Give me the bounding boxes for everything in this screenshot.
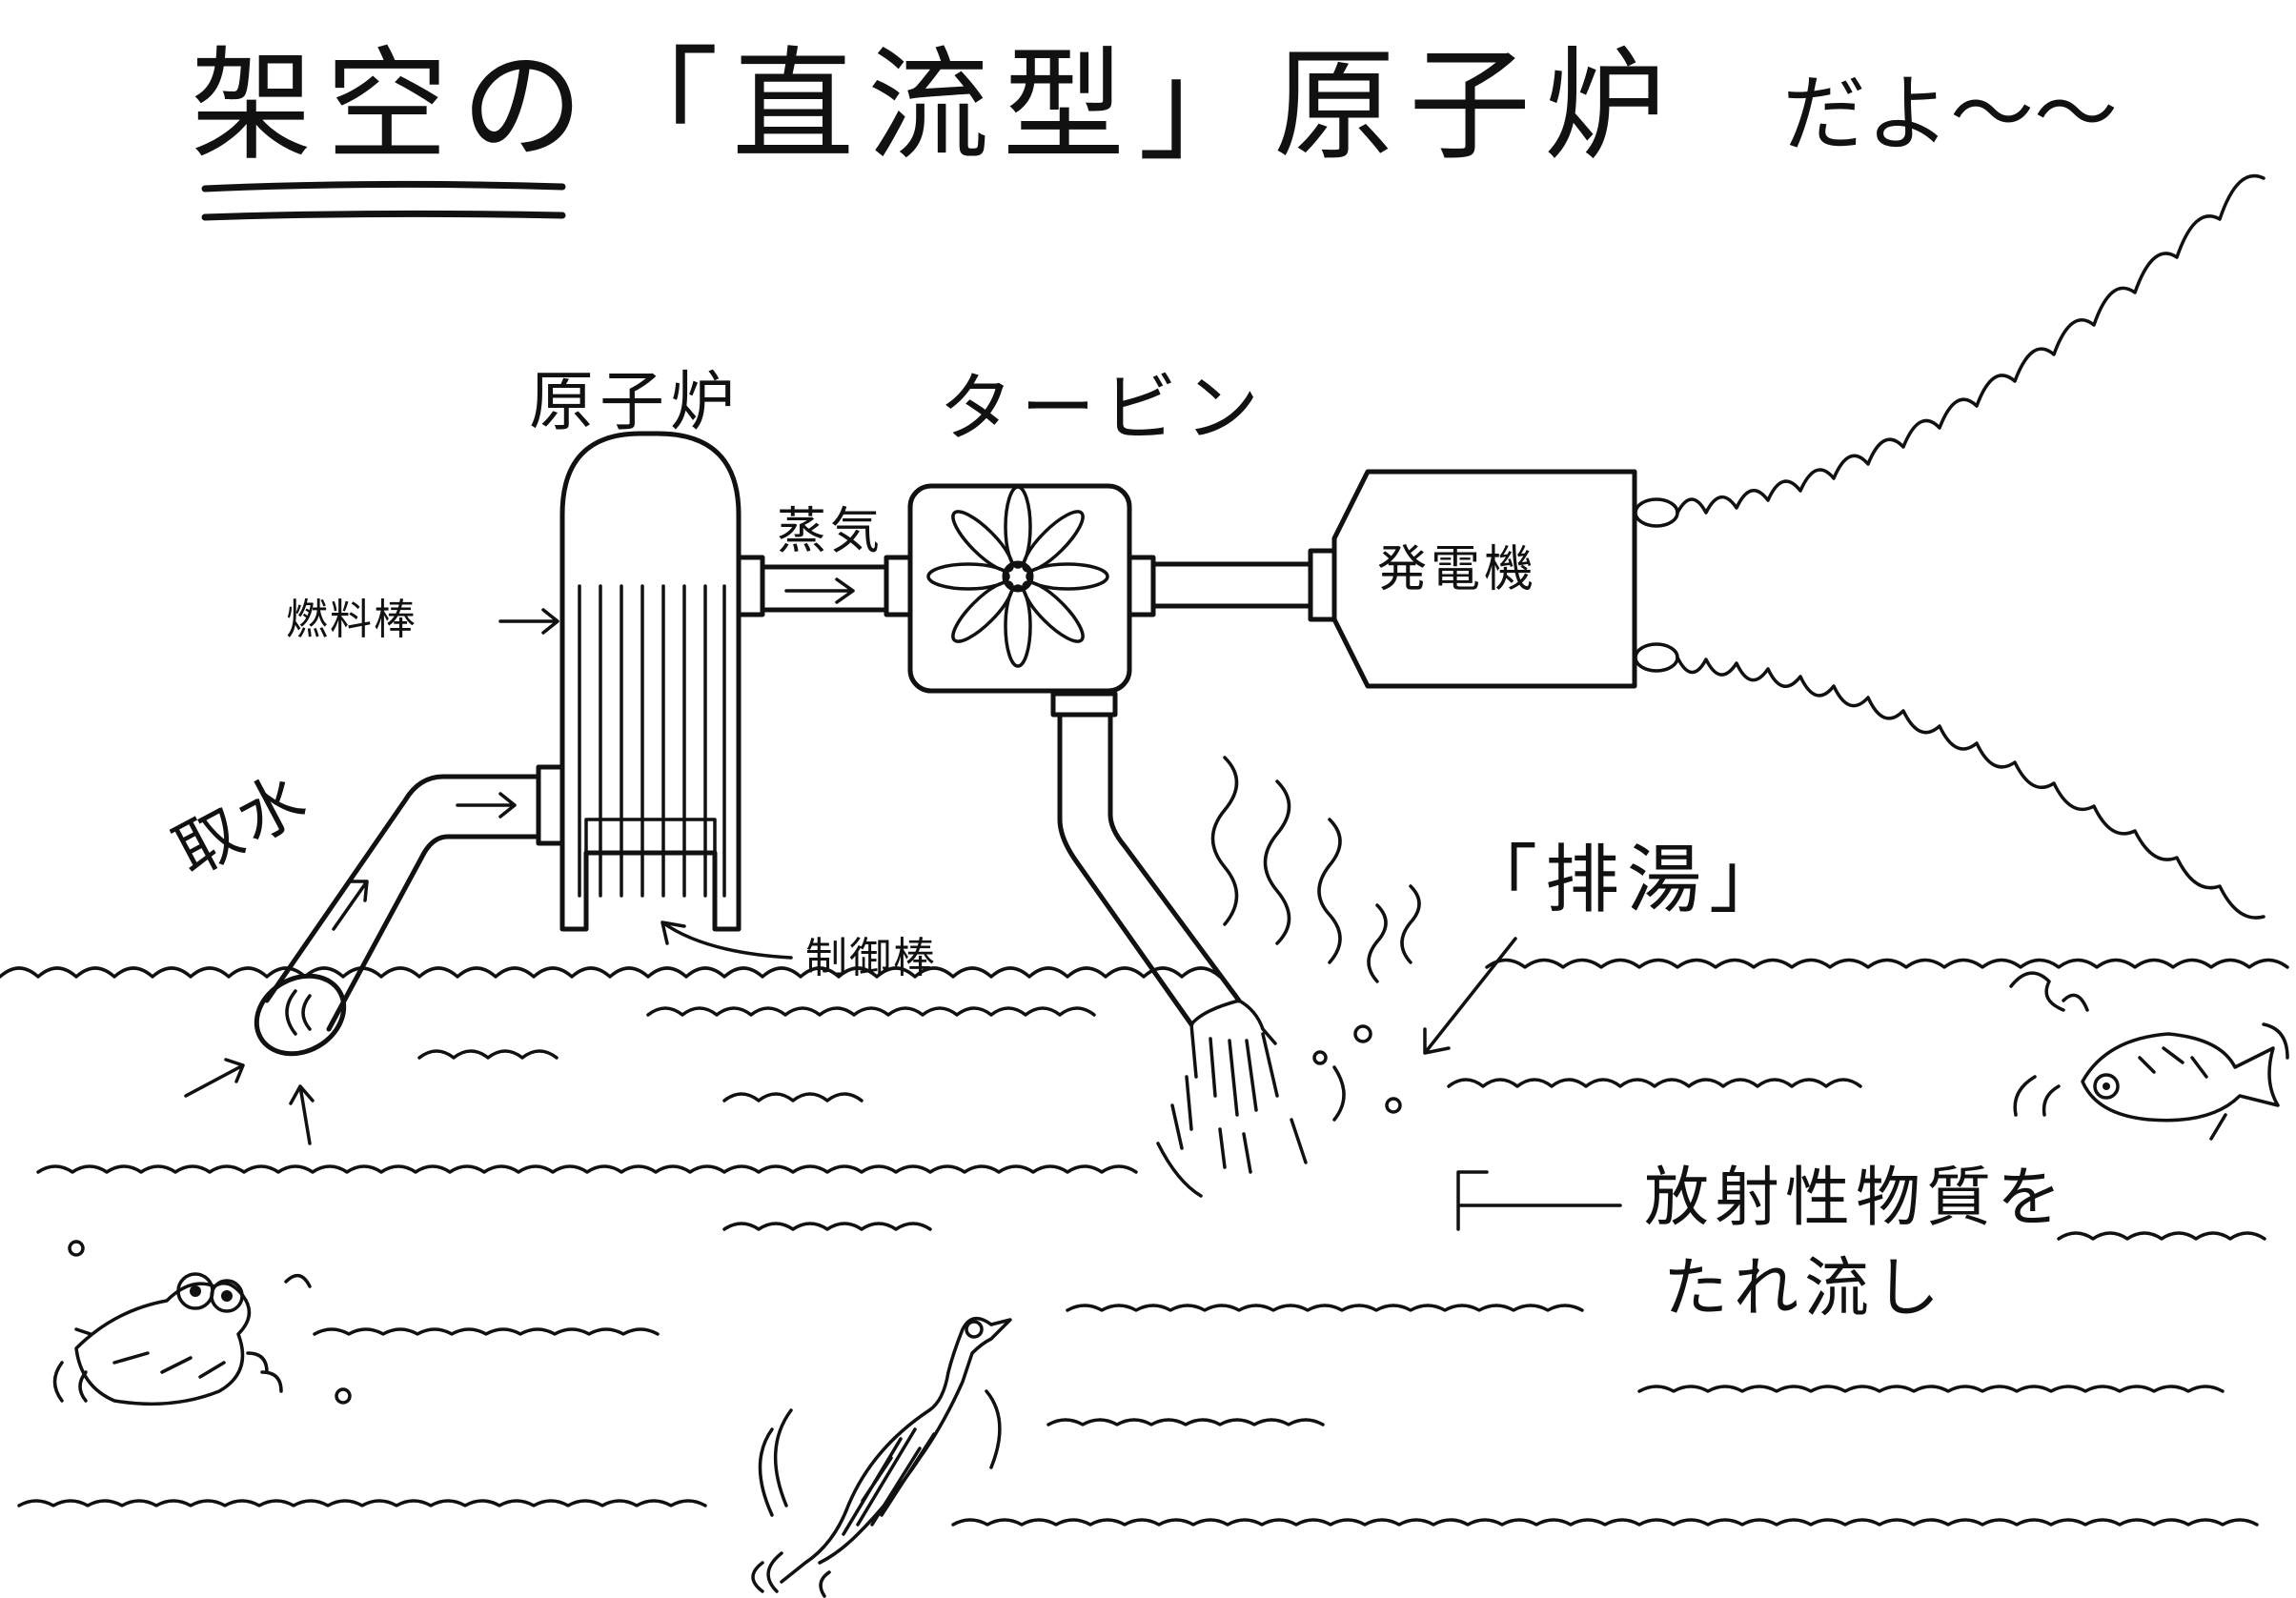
intake-arrow-2	[332, 880, 369, 931]
heat-waves	[1210, 756, 1421, 983]
fish-icon	[2009, 971, 2289, 1141]
power-wire-top	[1676, 173, 2266, 515]
title-tail: だよ〜〜	[1782, 65, 2118, 163]
intake-arrow-3	[184, 1058, 245, 1098]
reactor-label: 原子炉	[529, 365, 741, 440]
discharge-arrow	[1423, 937, 1517, 1055]
steam-pipe	[736, 555, 913, 617]
intake-arrow-4	[289, 1084, 315, 1145]
control-rods	[584, 818, 717, 855]
turbine-label: タービン	[939, 366, 1267, 452]
fuel-rods	[578, 584, 726, 898]
title-underline	[201, 180, 566, 192]
discharge-pipe	[1050, 691, 1279, 1117]
generator-label: 発電機	[1377, 541, 1537, 598]
note-line-2: たれ流し	[1663, 1251, 1945, 1326]
power-wire-bottom	[1676, 656, 2266, 920]
cormorant-icon	[751, 1316, 1012, 1598]
steam-arrow	[784, 577, 855, 604]
turbine	[907, 483, 1132, 694]
fuel-rods-label: 燃料棒	[286, 596, 417, 644]
hand-icon	[1189, 999, 1279, 1117]
intake-pipe	[184, 764, 565, 1145]
water-waves	[0, 958, 2289, 1527]
discharge-label: 「排湯」	[1463, 838, 1791, 923]
splash-marks	[1156, 1024, 1402, 1198]
frog-icon	[52, 1240, 352, 1406]
title-underline-2	[201, 210, 566, 221]
note-arrow	[1456, 1170, 1622, 1231]
intake-arrow-1	[456, 792, 517, 819]
steam-label: 蒸気	[777, 503, 884, 560]
note-line-1: 放射性物質を	[1644, 1161, 2067, 1236]
control-arrow	[660, 920, 793, 960]
generator-shaft	[1127, 548, 1337, 622]
title: 架空の「直流型」原子炉	[191, 35, 1679, 177]
reactor	[559, 431, 742, 932]
flower-icon	[926, 485, 1109, 668]
fuel-arrow	[498, 608, 559, 635]
intake-label: 取水	[163, 759, 323, 891]
